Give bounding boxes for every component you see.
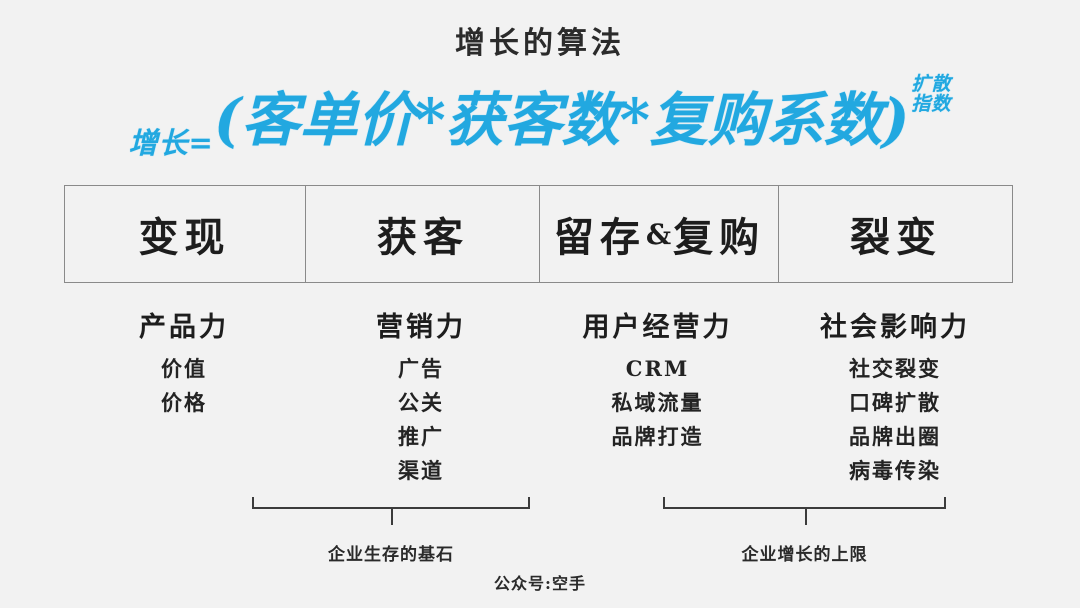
table-header-cell-acquisition: 获客 [305,186,540,282]
brace-right [663,497,946,529]
formula-prefix: 增长= [128,126,214,160]
table-header-cell-viral: 裂变 [778,186,1013,282]
list-item: 价值 [161,356,207,381]
brace-left-tick-start [252,497,254,509]
content-column-viral: 社会影响力 社交裂变 口碑扩散 品牌出圈 病毒传染 [777,305,1013,488]
category-header-table: 变现 获客 留存&复购 裂变 [64,185,1013,283]
retention-label-part1: 留存 [553,214,646,261]
formula-superscript-line1: 扩散 [911,73,952,95]
content-column-retention: 用户经营力 CRM 私域流量 品牌打造 [538,305,777,454]
list-item: 病毒传染 [849,458,941,483]
list-item: 推广 [398,424,444,449]
list-item: 口碑扩散 [849,390,941,415]
brace-right-tick-end [944,497,946,509]
list-item: CRM [625,356,690,381]
brace-right-tick-start [663,497,665,509]
brace-left [252,497,530,529]
ampersand-glyph: & [645,217,674,251]
page-title: 增长的算法 [455,26,625,61]
brace-right-caption: 企业增长的上限 [741,545,868,565]
content-column-acquisition: 营销力 广告 公关 推广 渠道 [304,305,538,488]
brace-left-stem [391,507,393,525]
content-column-monetization: 产品力 价值 价格 [64,305,304,420]
column-heading: 产品力 [139,312,229,343]
footer-attribution: 公众号:空手 [494,574,586,593]
table-header-cell-retention: 留存&复购 [539,186,779,282]
list-item: 公关 [398,390,444,415]
formula-expression: (客单价*获客数*复购系数) [213,86,910,154]
column-heading: 用户经营力 [582,312,733,343]
brace-right-stem [804,507,807,525]
column-heading: 营销力 [376,312,466,343]
brace-left-tick-end [528,497,530,509]
list-item: 品牌出圈 [849,424,941,449]
list-item: 渠道 [398,458,444,483]
formula-superscript-line2: 指数 [911,93,952,115]
retention-label-part2: 复购 [673,214,766,261]
list-item: 价格 [161,390,207,415]
column-heading: 社会影响力 [820,312,970,343]
list-item: 私域流量 [611,390,704,415]
formula-superscript: 扩散 指数 [911,74,951,114]
growth-formula: 增长=(客单价*获客数*复购系数) 扩散 指数 [0,74,1080,158]
table-header-cell-monetization: 变现 [138,214,231,261]
list-item: 广告 [398,356,444,381]
list-item: 社交裂变 [849,356,941,381]
brace-left-caption: 企业生存的基石 [328,545,454,565]
list-item: 品牌打造 [611,424,704,449]
